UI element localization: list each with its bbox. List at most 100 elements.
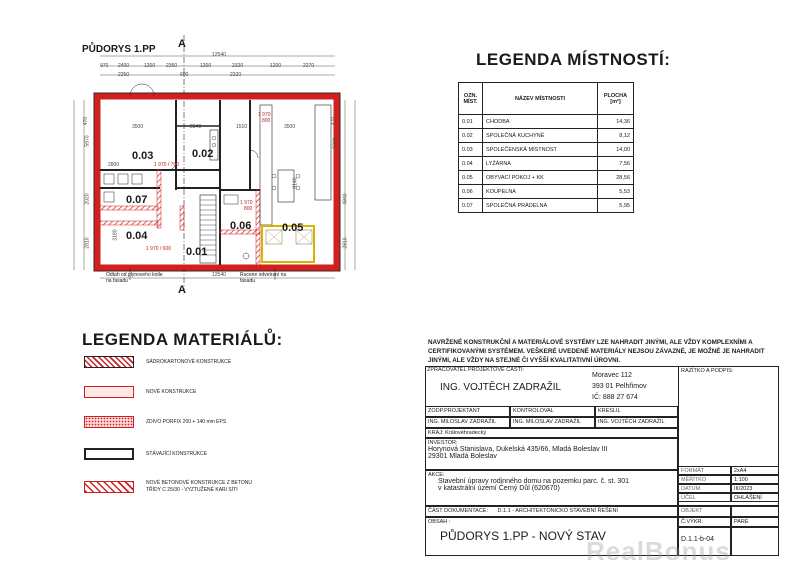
akce-line: Stavební úpravy rodinného domu na pozemk… xyxy=(438,478,630,485)
room-label: 0.01 xyxy=(186,246,208,258)
datum-value: III/2023 xyxy=(731,484,779,493)
room-label: 0.06 xyxy=(230,220,252,232)
room-label: 0.03 xyxy=(132,150,154,162)
watermark: RealBonus xyxy=(586,536,731,566)
material-item: NOVÉ KONSTRUKCE xyxy=(84,386,196,398)
akce-block: AKCE: Stavební úpravy rodinného domu na … xyxy=(425,470,678,506)
ucel-value: OHLÁŠENÍ xyxy=(731,493,779,502)
zodp-name: ING. MILOSLAV ZADRAŽIL xyxy=(425,417,510,428)
section-mark-bottom: A xyxy=(178,284,186,296)
material-item: ZDIVO PORFIX 200 + 140 mm EPS xyxy=(84,416,226,428)
dim-inner: 8140 xyxy=(292,177,299,189)
dim-left: 470 xyxy=(83,116,90,126)
material-swatch-dots xyxy=(84,416,134,428)
room-door-label: 1 970 / 700 xyxy=(154,162,180,168)
cast-label: ČÁST DOKUMENTACE: xyxy=(428,508,488,514)
dim-top: 2320 xyxy=(232,63,244,69)
dim-left: 2020 xyxy=(84,193,91,205)
format-label: FORMÁT xyxy=(678,466,731,475)
dim-top: 1200 xyxy=(200,63,212,69)
plan-note: Rucene odvetrani na fasadu xyxy=(240,272,287,284)
zpracoval-name: ING. VOJTĚCH ZADRAŽIL xyxy=(440,382,562,393)
room-door-label: 1 970 / 600 xyxy=(146,246,172,252)
door-label: 1 970 xyxy=(258,112,271,118)
kreslil-name: ING. VOJTĚCH ZADRAŽIL xyxy=(595,417,678,428)
datum-label: DATUM xyxy=(678,484,731,493)
materials-legend-title: LEGENDA MATERIÁLŮ: xyxy=(82,330,283,349)
investor-line: 29301 Mladá Boleslav xyxy=(428,453,497,460)
room-label: 0.02 xyxy=(192,148,214,160)
door-label: 800 xyxy=(244,206,253,212)
akce-label: AKCE: xyxy=(428,472,445,478)
dim-left: 5970 xyxy=(84,135,91,147)
obsah-block: OBSAH : PŮDORYS 1.PP - NOVÝ STAV xyxy=(425,517,678,556)
objekt-value xyxy=(731,506,779,517)
kontroloval-label: KONTROLOVAL xyxy=(510,406,595,417)
dim-right: 4840 xyxy=(342,193,349,205)
kraj: KRAJ: Královéhradecký xyxy=(425,428,678,438)
floor-plan xyxy=(73,35,356,290)
door-label: 800 xyxy=(262,118,271,124)
dim-top2: 2250 xyxy=(118,72,130,78)
investor-line: Horynová Stanislava, Dukelská 435/66, Ml… xyxy=(428,446,608,453)
zodp-label: ZODP.PROJEKTANT xyxy=(425,406,510,417)
obsah-value: PŮDORYS 1.PP - NOVÝ STAV xyxy=(440,529,606,543)
col-code: OZN. MÍST. xyxy=(458,82,483,115)
dim-right: 2810 xyxy=(342,237,349,249)
address-line: Moravec 112 xyxy=(592,372,632,379)
col-area: PLOCHA[m²] xyxy=(597,82,634,115)
dim-inner: 3500 xyxy=(284,124,296,130)
ucel-label: ÚČEL xyxy=(678,493,731,502)
kreslil-label: KRESLIL xyxy=(595,406,678,417)
dim-right: 470 xyxy=(331,116,338,126)
razitko-label: RAZÍTKO A PODPIS: xyxy=(678,366,779,506)
meritko-value: 1:100 xyxy=(731,475,779,484)
material-swatch-hatch2 xyxy=(84,481,134,493)
dim-top: 1200 xyxy=(144,63,156,69)
general-note: NAVRŽENÉ KONSTRUKČNÍ A MATERIÁLOVÉ SYSTÉ… xyxy=(428,339,765,364)
format-value: 2xA4 xyxy=(731,466,779,475)
dim-top2: 600 xyxy=(180,72,189,78)
dim-bottom-total: 12540 xyxy=(212,272,226,278)
rooms-legend-title: LEGENDA MÍSTNOSTÍ: xyxy=(476,50,671,69)
material-item: STÁVAJÍCÍ KONSTRUKCE xyxy=(84,448,207,460)
door-label: 1 970 xyxy=(240,200,253,206)
dim-top2: 2320 xyxy=(230,72,242,78)
col-name: NÁZEV MÍSTNOSTI xyxy=(482,82,598,115)
room-label: 0.05 xyxy=(282,222,304,234)
investor-label: INVESTOR: xyxy=(428,440,458,446)
cvykr-label: Č.VÝKR. xyxy=(678,517,731,527)
room-label: 0.07 xyxy=(126,194,148,206)
address-line: 393 01 Pelhřimov xyxy=(592,383,647,390)
room-label: 0.04 xyxy=(126,230,148,242)
meritko-label: MĚŘÍTKO xyxy=(678,475,731,484)
plan-note: Odtah od plynoveho kotle na fasadu xyxy=(106,272,163,284)
ic-line: IČ: 888 27 674 xyxy=(592,394,638,401)
cvykr-value: D.1.1-b-04 xyxy=(678,527,731,556)
dim-top: 2350 xyxy=(166,63,178,69)
pare-label: PARÉ xyxy=(731,517,779,527)
dim-top-total: 12540 xyxy=(212,52,226,58)
dim-inner: 2800 xyxy=(108,162,120,168)
material-swatch-empty xyxy=(84,448,134,460)
investor-block: INVESTOR: Horynová Stanislava, Dukelská … xyxy=(425,438,678,470)
dim-left: 2810 xyxy=(84,237,91,249)
akce-line: v katastrální území Černý Důl (620670) xyxy=(438,485,560,492)
material-swatch-light xyxy=(84,386,134,398)
objekt-label: OBJEKT xyxy=(678,506,731,517)
dim-top: 1200 xyxy=(270,63,282,69)
obsah-label: OBSAH : xyxy=(428,519,451,525)
dim-right: 5360 xyxy=(332,137,339,149)
dim-inner: 3500 xyxy=(132,124,144,130)
cast-block: ČÁST DOKUMENTACE: D.1.1 - ARCHITEKTONICK… xyxy=(425,506,678,517)
zpracoval-label: ZPRACOVATEL PROJEKTOVÉ ČÁSTI: xyxy=(427,367,524,373)
material-swatch-hatch xyxy=(84,356,134,368)
dim-top: 2400 xyxy=(118,63,130,69)
